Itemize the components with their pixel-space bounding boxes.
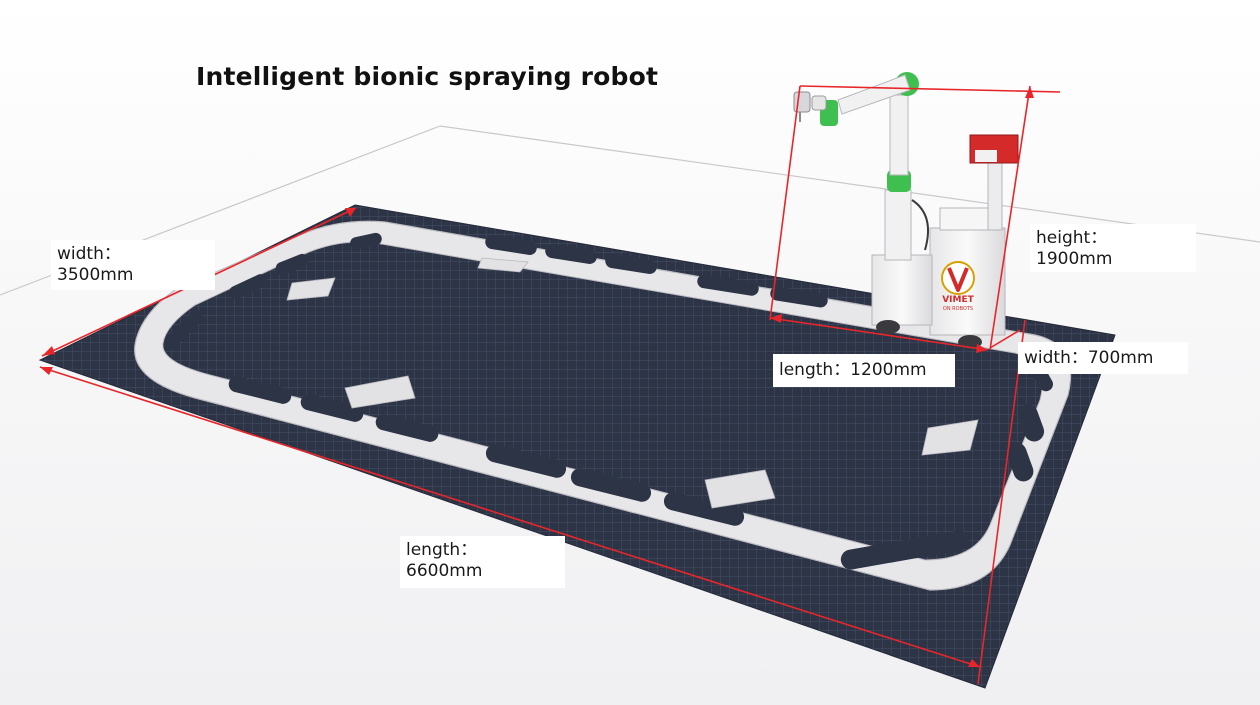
vimet-logo: VIMET ON ROBOTS [941, 261, 975, 312]
track-plates [286, 257, 979, 509]
logo-brand-text: VIMET [942, 295, 974, 305]
field-length-label: length： 6600mm [400, 536, 565, 588]
track-slots [164, 232, 1053, 570]
field-width-label: width： 3500mm [51, 240, 215, 290]
field-width-name: width： [57, 244, 121, 264]
robot-height-name: height： [1036, 228, 1108, 248]
robot-width-label: width：700mm [1018, 342, 1188, 374]
field-width-value: 3500mm [57, 265, 134, 285]
logo-sub-text: ON ROBOTS [943, 306, 973, 312]
field-length-value: 6600mm [406, 561, 483, 581]
robot-length-text: length：1200mm [779, 360, 927, 380]
robot-height-value: 1900mm [1036, 249, 1113, 269]
diagram-title: Intelligent bionic spraying robot [196, 62, 659, 91]
robot-length-label: length：1200mm [773, 354, 955, 387]
robot-width-text: width：700mm [1024, 348, 1154, 368]
spraying-robot: VIMET ON ROBOTS [793, 72, 1019, 349]
dimension-arrows [40, 86, 1034, 667]
track-loop [134, 220, 1072, 591]
robot-height-label: height： 1900mm [1030, 224, 1196, 272]
field-length-name: length： [406, 540, 478, 560]
